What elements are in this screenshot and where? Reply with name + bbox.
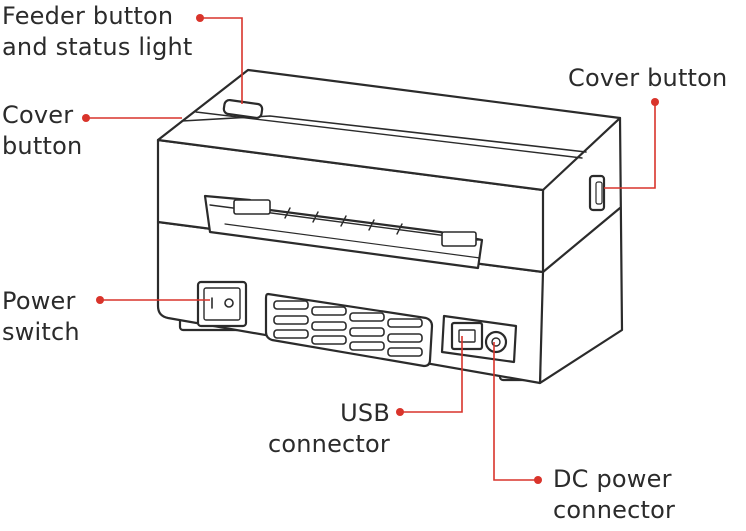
- callout-cover-left-line2: button: [2, 132, 83, 160]
- callout-dc-power-connector: DC power connector: [553, 464, 675, 526]
- printer-illustration: [156, 68, 624, 385]
- feeder-button: [222, 98, 264, 120]
- callout-cover-button-right: Cover button: [568, 63, 727, 94]
- callout-usb-line1: USB: [340, 399, 390, 427]
- callout-power-line1: Power: [2, 287, 76, 315]
- callout-dc-line2: connector: [553, 496, 676, 524]
- callout-lines: [86, 17, 656, 481]
- callout-feeder-line1: Feeder button: [2, 2, 174, 30]
- callout-cover-button-left: Cover button: [2, 100, 82, 162]
- callout-usb-connector: USB connector: [252, 398, 390, 460]
- callout-cover-left-line1: Cover: [2, 101, 74, 129]
- callout-feeder-button: Feeder button and status light: [2, 1, 193, 63]
- callout-feeder-line2: and status light: [2, 33, 193, 61]
- callout-dc-line1: DC power: [553, 465, 672, 493]
- callout-usb-line2: connector: [267, 430, 390, 458]
- callout-power-switch: Power switch: [2, 286, 80, 348]
- callout-cover-right-line1: Cover button: [568, 64, 728, 92]
- callout-power-line2: switch: [2, 318, 80, 346]
- callout-dots: [82, 14, 659, 484]
